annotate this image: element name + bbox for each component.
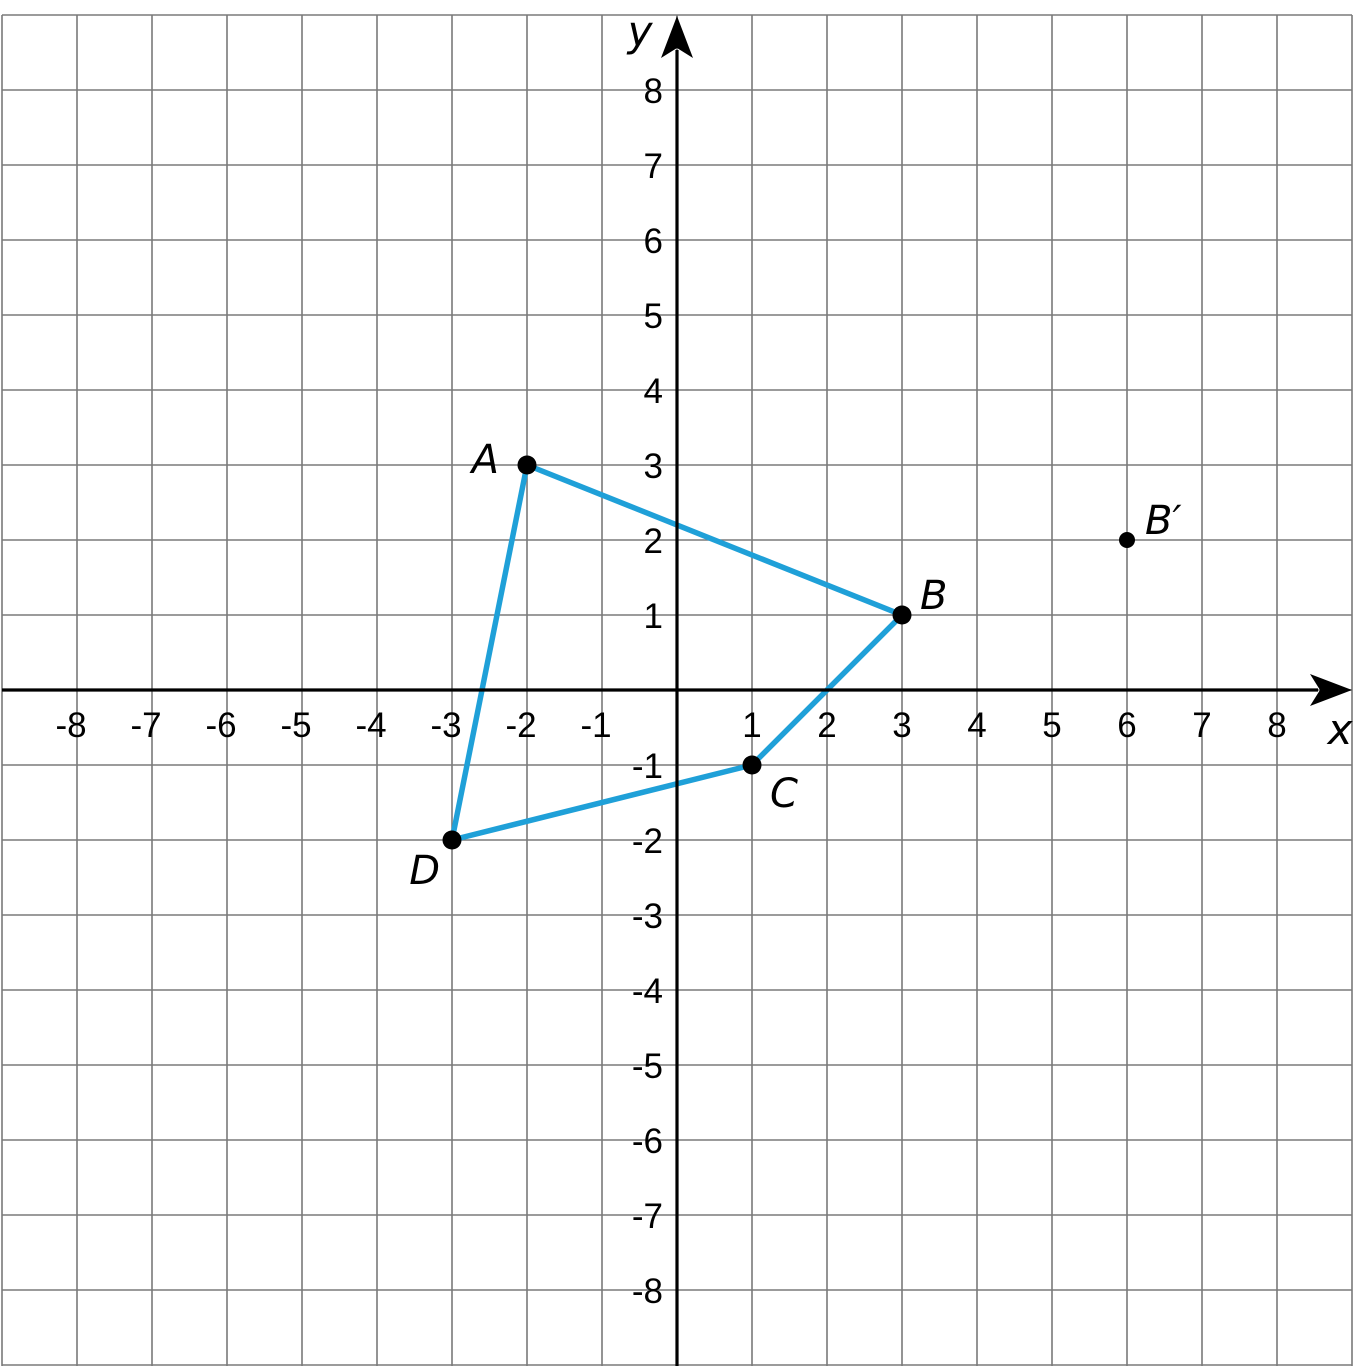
x-tick-label: -4 <box>355 706 386 745</box>
point-d <box>442 830 462 850</box>
x-tick-label: 5 <box>1042 706 1061 745</box>
y-axis-label: y <box>626 7 654 56</box>
x-tick-label: -8 <box>55 706 86 745</box>
y-tick-label: 1 <box>644 597 663 636</box>
x-tick-label: -6 <box>205 706 236 745</box>
y-tick-label: 7 <box>644 147 663 186</box>
point-label-a: A <box>469 437 499 483</box>
x-tick-label: 8 <box>1267 706 1286 745</box>
x-tick-label: -1 <box>580 706 611 745</box>
x-tick-label: -2 <box>505 706 536 745</box>
axes: xy <box>2 7 1354 1366</box>
x-tick-label: 6 <box>1117 706 1136 745</box>
x-tick-label: 2 <box>817 706 836 745</box>
y-tick-label: 4 <box>644 372 663 411</box>
point-a <box>517 455 537 475</box>
y-tick-label: -3 <box>632 897 663 936</box>
x-axis-arrow-icon <box>1310 674 1352 706</box>
point-label-d: D <box>409 848 440 894</box>
edge-ab <box>524 462 905 618</box>
point-label-c: C <box>770 771 798 817</box>
y-tick-label: 5 <box>644 297 663 336</box>
y-tick-label: 8 <box>644 72 663 111</box>
edge-cd <box>449 762 755 843</box>
point-b <box>892 605 912 625</box>
y-tick-label: 3 <box>644 447 663 486</box>
y-tick-label: -7 <box>632 1197 663 1236</box>
y-tick-label: -2 <box>632 822 663 861</box>
x-tick-label: -7 <box>130 706 161 745</box>
tick-labels: -8 -7 -6 -5 -4 -3 -2 -1 1 2 3 4 5 6 7 8 8 7 6 5 4 3 2 1 -1 -2 -3 -4… <box>55 72 1286 1311</box>
x-tick-label: 7 <box>1192 706 1211 745</box>
y-axis-arrow-icon <box>661 16 693 58</box>
x-axis-label: x <box>1326 705 1354 754</box>
y-tick-label: -6 <box>632 1122 663 1161</box>
x-tick-label: 1 <box>742 706 761 745</box>
x-tick-label: -5 <box>280 706 311 745</box>
point-label-b-prime: B′ <box>1145 498 1182 544</box>
y-tick-label: -4 <box>632 972 663 1011</box>
point-c <box>742 755 762 775</box>
edge-da <box>449 462 530 843</box>
point-label-b: B <box>920 573 947 619</box>
y-tick-label: 2 <box>644 522 663 561</box>
x-tick-label: -3 <box>430 706 461 745</box>
points: A B C D B′ <box>409 437 1181 894</box>
x-tick-label: 3 <box>892 706 911 745</box>
point-b-prime <box>1119 532 1135 548</box>
y-tick-label: -8 <box>632 1272 663 1311</box>
y-tick-label: -5 <box>632 1047 663 1086</box>
y-tick-label: 6 <box>644 222 663 261</box>
y-tick-label: -1 <box>632 747 663 786</box>
x-tick-label: 4 <box>967 706 986 745</box>
